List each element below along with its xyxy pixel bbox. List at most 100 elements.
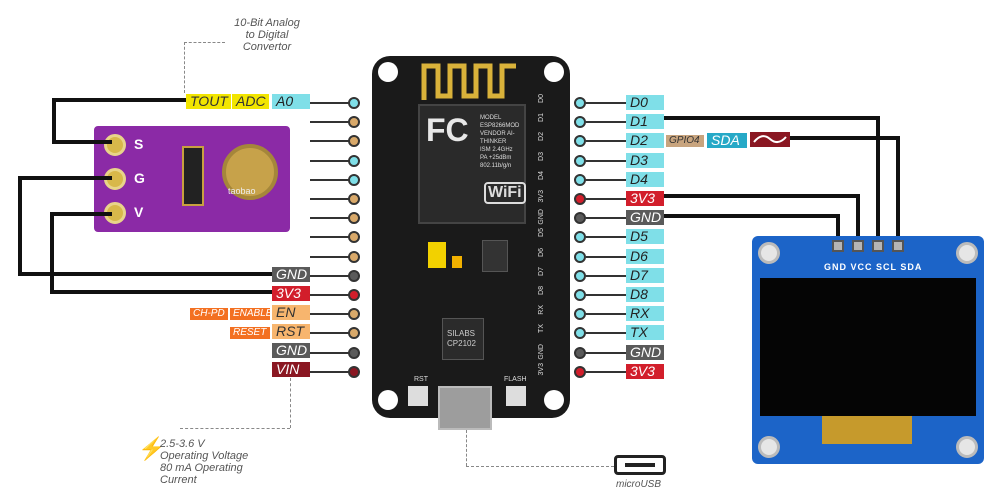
label-gpio4: GPIO4 bbox=[666, 135, 704, 147]
label-right-rx: RX bbox=[626, 306, 664, 322]
label-right-d3: D3 bbox=[626, 152, 664, 168]
header-pin-right bbox=[574, 289, 586, 301]
label-a0: A0 bbox=[272, 94, 310, 109]
label-gnd-left-2: GND bbox=[272, 343, 310, 358]
oled-hole-bl bbox=[758, 436, 780, 458]
power-note-line-4: Current bbox=[160, 474, 197, 486]
vin-note-leader bbox=[290, 378, 292, 428]
header-pin-left bbox=[348, 173, 360, 186]
label-right-d5: D5 bbox=[626, 229, 664, 245]
wire-3v3-vcc-v bbox=[856, 194, 860, 244]
header-line-left bbox=[310, 294, 350, 296]
module-text: MODEL ESP8266MOD VENDOR AI-THINKER ISM 2… bbox=[480, 114, 524, 170]
header-line-right bbox=[586, 217, 626, 220]
label-right-d2: D2 bbox=[626, 133, 664, 149]
board-pin-label-right: D0 bbox=[538, 94, 545, 103]
module-line-3: ISM 2.4GHz bbox=[480, 147, 513, 153]
wire-d2-sda-h bbox=[790, 136, 900, 140]
header-pin-right bbox=[574, 135, 586, 148]
header-pin-left bbox=[348, 308, 360, 321]
header-line-left bbox=[310, 351, 350, 354]
header-pin-left bbox=[348, 193, 360, 205]
wire-d2-sda-v bbox=[896, 136, 900, 244]
header-pin-left bbox=[348, 327, 360, 340]
label-right-v33b: 3V3 bbox=[626, 363, 664, 379]
sensor-chip bbox=[182, 146, 204, 206]
oled-display-module: GND VCC SCL SDA bbox=[752, 236, 984, 464]
sensor-pin-s-label: S bbox=[134, 136, 144, 152]
header-pin-left bbox=[348, 289, 360, 301]
rst-button[interactable] bbox=[408, 386, 428, 406]
micro-usb-label: microUSB bbox=[616, 479, 662, 490]
board-pin-label-right: D6 bbox=[538, 247, 545, 257]
label-3v3-left: 3V3 bbox=[272, 286, 310, 301]
header-line-right bbox=[586, 351, 626, 354]
wire-s-a0-v bbox=[52, 98, 56, 144]
board-pin-label-right: D5 bbox=[538, 228, 545, 238]
adc-note-line-1: 10-Bit Analog bbox=[234, 17, 300, 29]
micro-usb-icon bbox=[614, 455, 666, 475]
usb-leader-v bbox=[466, 430, 468, 466]
board-pin-label-right: 3V3 bbox=[538, 190, 545, 203]
header-pin-right bbox=[574, 231, 586, 244]
board-pin-label-right: D4 bbox=[538, 170, 545, 180]
oled-pin-sda: SDA bbox=[900, 262, 923, 272]
oled-hole-br bbox=[956, 436, 978, 458]
label-right-gnd2: GND bbox=[626, 344, 664, 360]
wire-gnd-gnd-h bbox=[662, 214, 840, 218]
header-pin-left bbox=[348, 154, 360, 167]
header-line-right bbox=[586, 198, 626, 200]
wire-d1-scl-v bbox=[876, 116, 880, 244]
board-pin-label-right: D3 bbox=[538, 151, 545, 161]
header-pin-right bbox=[574, 173, 586, 186]
oled-pin-scl: SCL bbox=[876, 262, 897, 272]
oled-header-pin bbox=[832, 240, 844, 252]
oled-pin-gnd: GND bbox=[824, 262, 847, 272]
header-line-right bbox=[586, 102, 626, 104]
nodemcu-board: FC MODEL ESP8266MOD VENDOR AI-THINKER IS… bbox=[372, 56, 570, 430]
wire-g-gnd-h1 bbox=[18, 176, 112, 180]
header-line-left bbox=[310, 140, 350, 143]
board-pin-label-right: D1 bbox=[538, 113, 545, 123]
oled-screen bbox=[760, 278, 976, 416]
header-pin-right bbox=[574, 154, 586, 167]
label-en: EN bbox=[272, 305, 310, 320]
cp2102-line-1: SILABS bbox=[447, 329, 476, 338]
adc-note-line-3: Convertor bbox=[242, 41, 292, 53]
flash-button[interactable] bbox=[506, 386, 526, 406]
wire-v-3v3-h1 bbox=[50, 212, 112, 216]
oled-flex-cable bbox=[822, 416, 912, 444]
header-pin-right bbox=[574, 250, 586, 263]
sensor-photodiode bbox=[222, 144, 278, 200]
oled-pin-vcc: VCC bbox=[850, 262, 873, 272]
micro-usb-icon-inner bbox=[625, 463, 655, 467]
adc-note-leader bbox=[184, 42, 225, 93]
header-line-left bbox=[310, 121, 350, 124]
header-line-right bbox=[586, 121, 626, 124]
board-pin-label-right: D2 bbox=[538, 132, 545, 142]
header-pin-left bbox=[348, 116, 360, 129]
oled-hole-tl bbox=[758, 242, 780, 264]
fcc-mark: FC bbox=[426, 112, 469, 148]
header-line-right bbox=[586, 255, 626, 258]
cp2102-chip: SILABS CP2102 bbox=[442, 318, 484, 360]
header-line-left bbox=[310, 102, 350, 104]
header-line-right bbox=[586, 274, 626, 277]
header-line-right bbox=[586, 140, 626, 143]
board-pin-label-right: GND bbox=[538, 209, 545, 225]
oled-header-pin bbox=[852, 240, 864, 252]
sensor-hole-s bbox=[104, 134, 126, 156]
data-signal-icon bbox=[750, 132, 790, 147]
lightning-icon: ⚡ bbox=[138, 436, 166, 461]
header-line-right bbox=[586, 159, 626, 162]
wire-s-a0-h1 bbox=[52, 98, 186, 102]
header-line-left bbox=[310, 274, 350, 277]
header-line-left bbox=[310, 217, 350, 220]
module-line-5: 802.11b/g/n bbox=[480, 163, 512, 169]
header-line-left bbox=[310, 313, 350, 316]
header-pin-right bbox=[574, 365, 586, 378]
label-sda: SDA bbox=[707, 133, 747, 148]
label-right-d8: D8 bbox=[626, 287, 664, 302]
label-rst: RST bbox=[272, 324, 310, 339]
label-reset: RESET bbox=[230, 327, 270, 339]
